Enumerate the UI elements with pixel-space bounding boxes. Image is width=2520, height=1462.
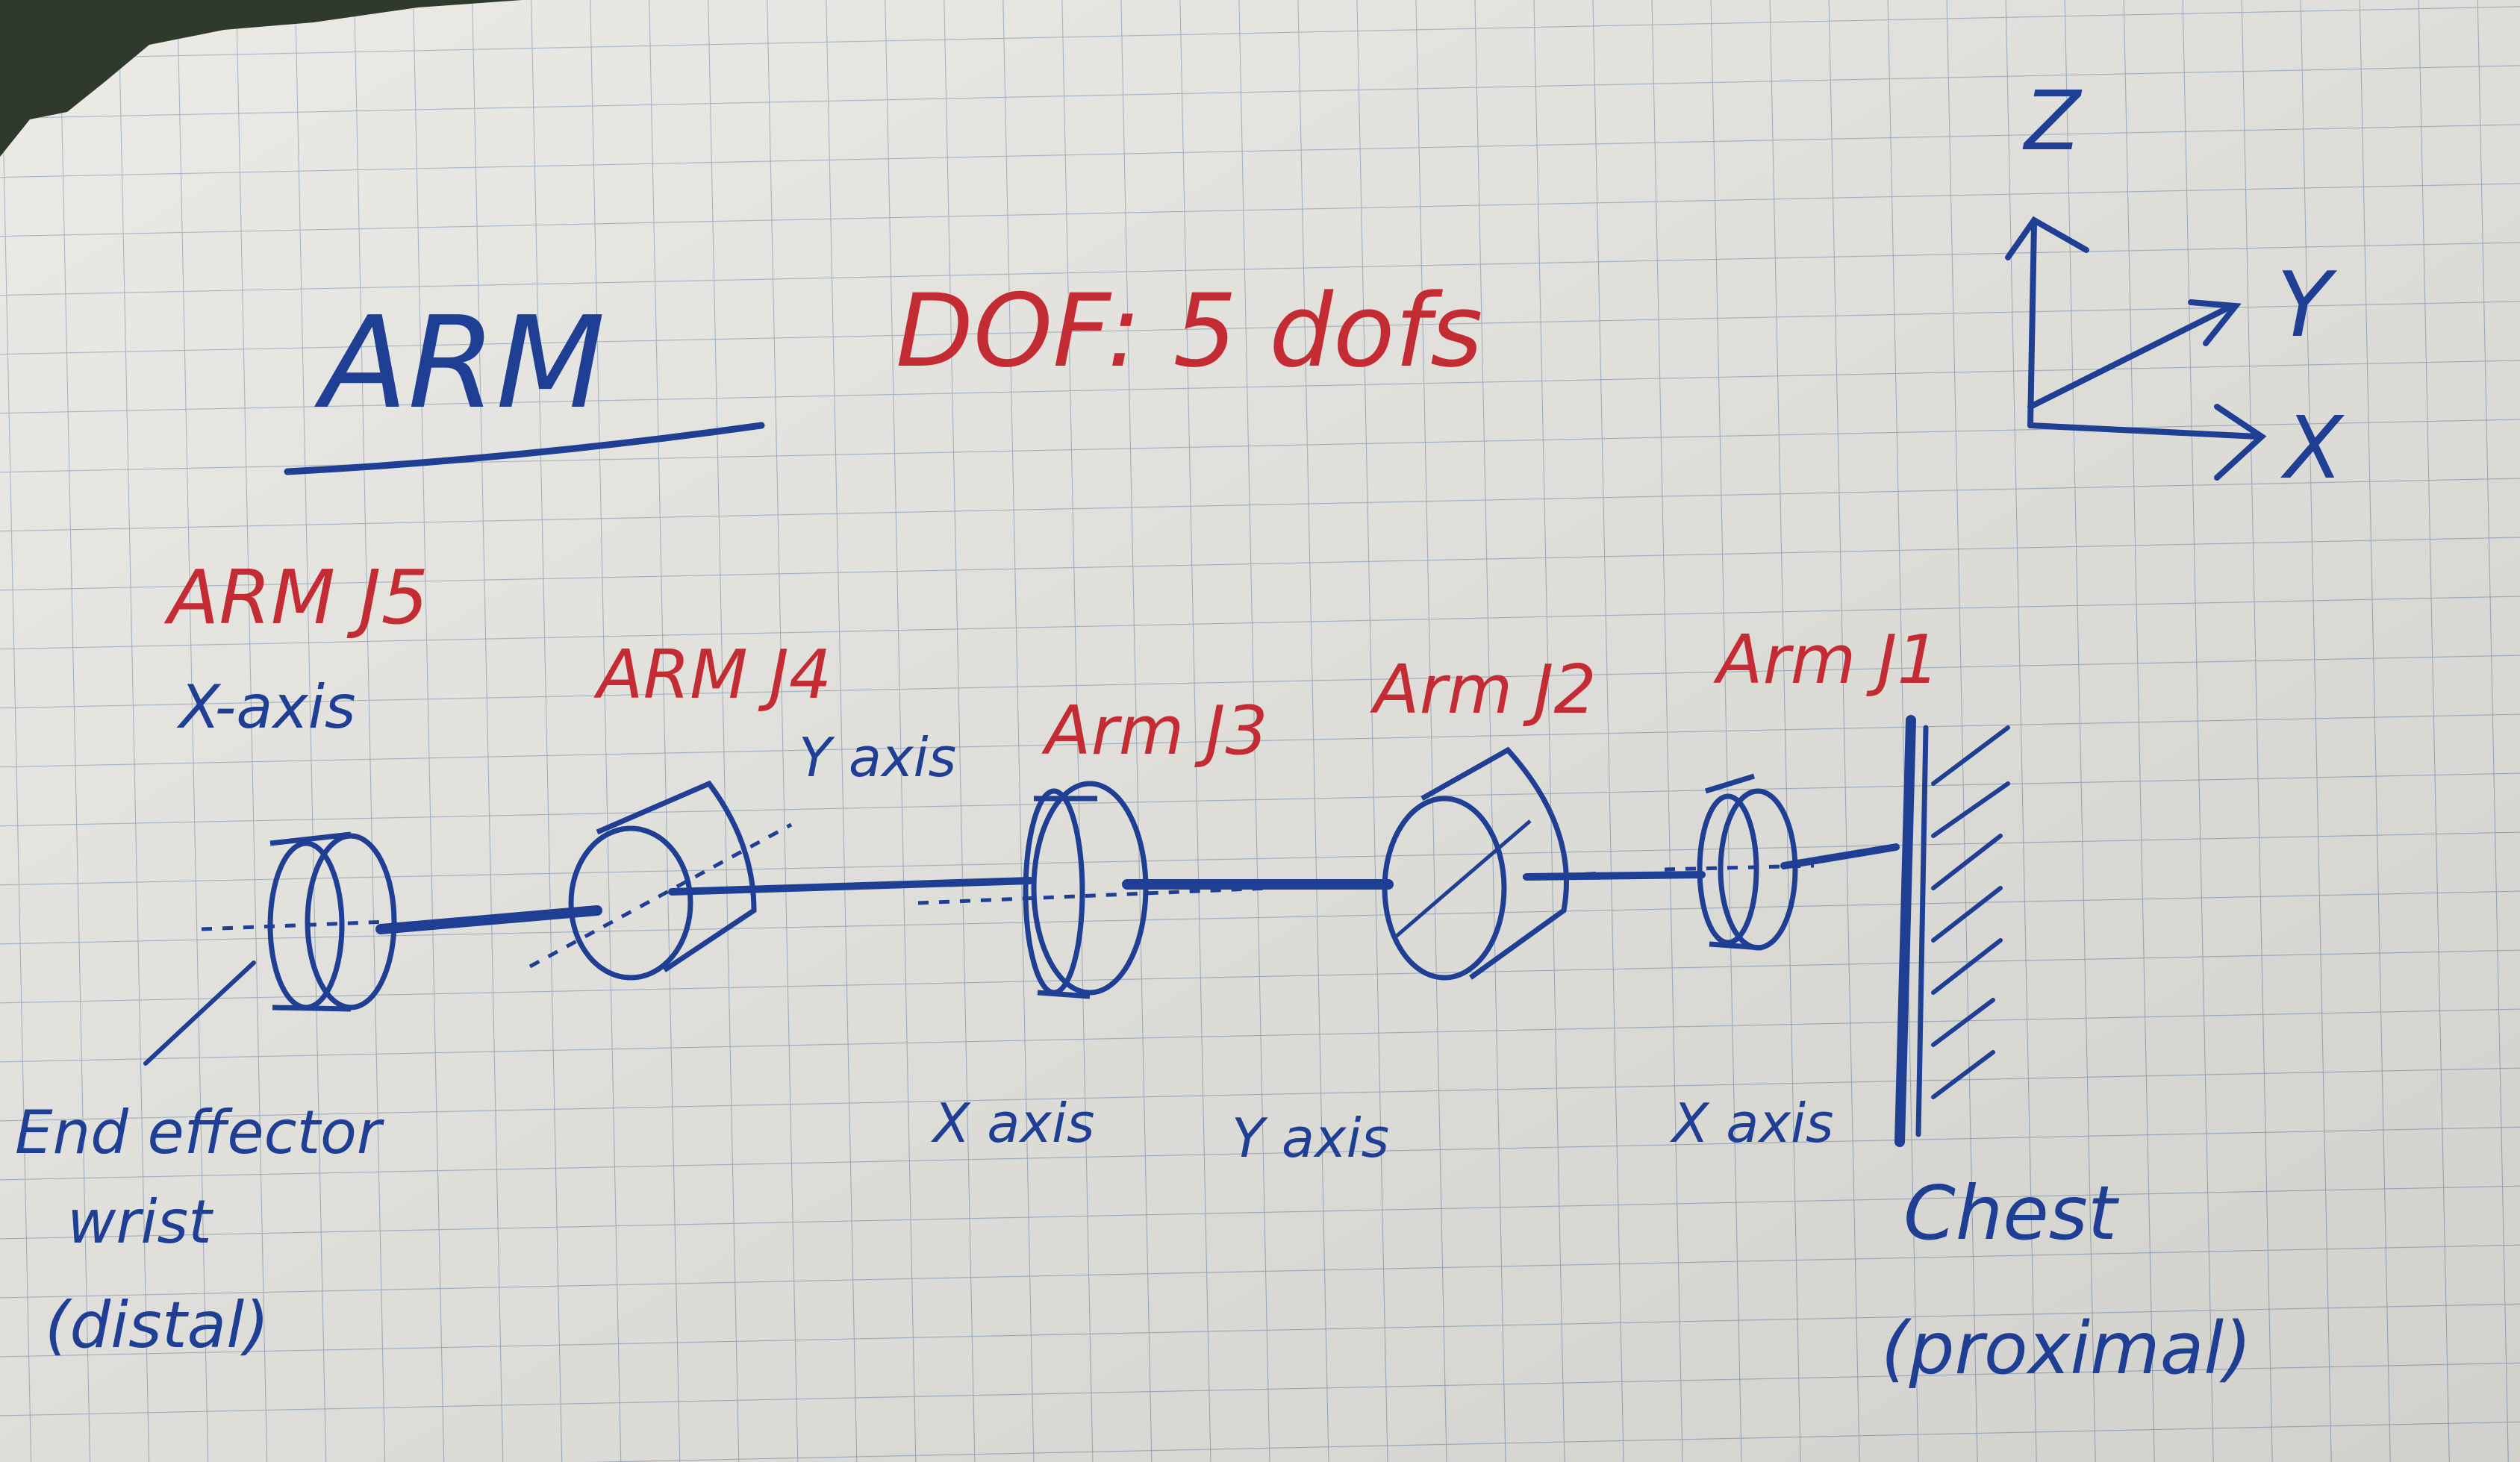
y-axis-label: Y (2277, 254, 2338, 357)
joint-axis-labels: X-axis Y axis X axis Y axis X axis (176, 672, 1833, 1169)
end-effector-line2: wrist (67, 1187, 213, 1257)
chest-wall (1894, 715, 2010, 1147)
dof-label: DOF: 5 dofs (896, 272, 1482, 390)
chest-label: Chest (proximal) (1881, 1169, 2252, 1390)
joint-j4-cylinder (528, 780, 793, 981)
end-effector-line3: (distal) (45, 1288, 269, 1363)
joint-label-j5: ARM J5 (163, 554, 428, 641)
joint-label-j1: Arm J1 (1713, 621, 1940, 699)
end-effector-pointer (143, 960, 256, 1066)
z-axis-arrow (2027, 221, 2037, 428)
x-arrowhead-icon (2214, 404, 2267, 481)
x-axis-label: X (2280, 399, 2345, 499)
z-axis-label: Z (2022, 73, 2083, 169)
joint-axis-j1: X axis (1669, 1092, 1833, 1155)
joint-label-j4: ARM J4 (593, 636, 832, 714)
chest-line2: (proximal) (1881, 1307, 2252, 1390)
z-arrowhead-icon (2005, 216, 2089, 260)
x-axis-arrow (2027, 422, 2261, 440)
title: ARM (314, 290, 605, 437)
arm-links (375, 843, 1900, 934)
axes-triad (2005, 216, 2267, 481)
joint-axis-j3: X axis (930, 1092, 1094, 1155)
chest-line1: Chest (1903, 1169, 2120, 1257)
title-underline (284, 422, 765, 475)
end-effector-label: End effector wrist (distal) (15, 1098, 385, 1363)
joint-axis-j4: Y axis (799, 726, 956, 789)
joint-j3-cylinder (917, 781, 1270, 999)
joint-labels: ARM J5 ARM J4 Arm J3 Arm J2 Arm J1 (163, 554, 1940, 770)
joint-label-j2: Arm J2 (1370, 651, 1597, 729)
joint-j1-cylinder (1664, 773, 1815, 951)
joint-axis-j5: X-axis (176, 672, 356, 742)
joint-label-j3: Arm J3 (1041, 692, 1268, 770)
joint-axis-j2: Y axis (1232, 1107, 1389, 1169)
end-effector-line1: End effector (15, 1098, 385, 1167)
y-arrowhead-icon (2188, 299, 2242, 346)
joint-j5-cylinder (201, 831, 397, 1012)
y-axis-arrow (2027, 303, 2235, 410)
joint-j2-cylinder (1382, 746, 1606, 981)
